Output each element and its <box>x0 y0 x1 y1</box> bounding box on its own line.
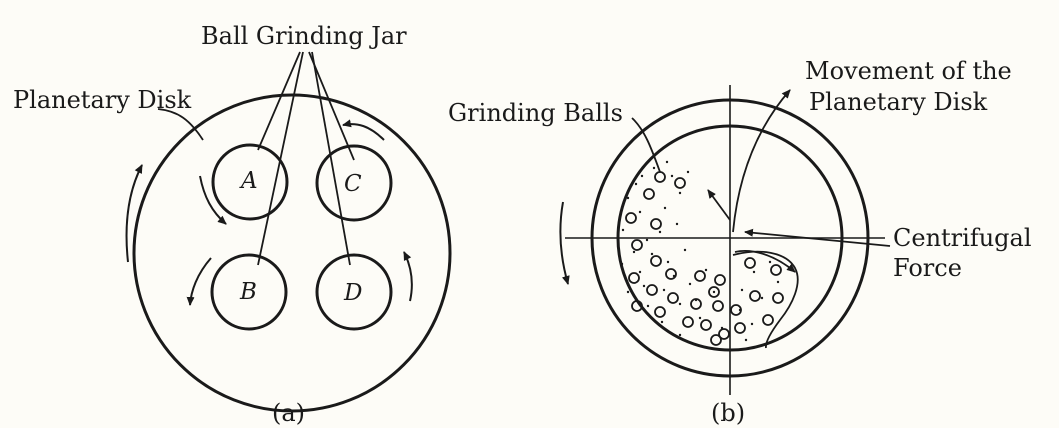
centrifugal-label-line2: Force <box>893 254 962 282</box>
jar-d-label: D <box>343 280 362 306</box>
ball-grinding-jar-label: Ball Grinding Jar <box>201 22 407 50</box>
jar-d-circle <box>315 253 393 331</box>
planetary-disk-leader <box>157 108 204 141</box>
powder-boundary <box>732 250 799 349</box>
outer-rotation-arrow-icon <box>559 201 570 285</box>
diagram-a: Ball Grinding Jar Planetary Disk A C B D… <box>13 22 452 427</box>
jar-b-rotation-arrow-icon <box>186 257 212 306</box>
jar-c-label: C <box>344 171 362 197</box>
caption-b: (b) <box>711 399 745 427</box>
grinding-balls-leader <box>631 117 661 173</box>
grinding-balls <box>625 171 784 346</box>
jar-c-rotation-arrow-icon <box>342 119 385 141</box>
caption-a: (a) <box>272 399 305 427</box>
centrifugal-leader <box>744 228 891 247</box>
powder-dots <box>620 160 780 342</box>
planetary-disk-label: Planetary Disk <box>13 86 192 114</box>
movement-label-line2: Planetary Disk <box>809 88 988 116</box>
jar-a-rotation-arrow-icon <box>199 175 227 225</box>
jar-a-circle <box>211 143 289 221</box>
ball-jar-leaders <box>257 51 355 266</box>
centrifugal-arrow-icon <box>734 250 796 273</box>
jar-d-rotation-arrow-icon <box>403 251 413 302</box>
jar-b-label: B <box>239 279 257 305</box>
centrifugal-label-line1: Centrifugal <box>893 224 1032 252</box>
inner-motion-arrow-icon <box>707 189 731 221</box>
planetary-disk-circle <box>132 93 452 413</box>
jar-c-circle <box>315 144 393 222</box>
grinding-balls-label: Grinding Balls <box>448 99 623 127</box>
movement-label-line1: Movement of the <box>805 57 1012 85</box>
disk-rotation-arrow-icon <box>125 164 143 263</box>
movement-arrow-icon <box>732 89 791 233</box>
jar-a-label: A <box>239 168 258 194</box>
diagram-b: Grinding Balls Movement of the Planetary… <box>448 57 1032 427</box>
jar-b-circle <box>210 253 288 331</box>
